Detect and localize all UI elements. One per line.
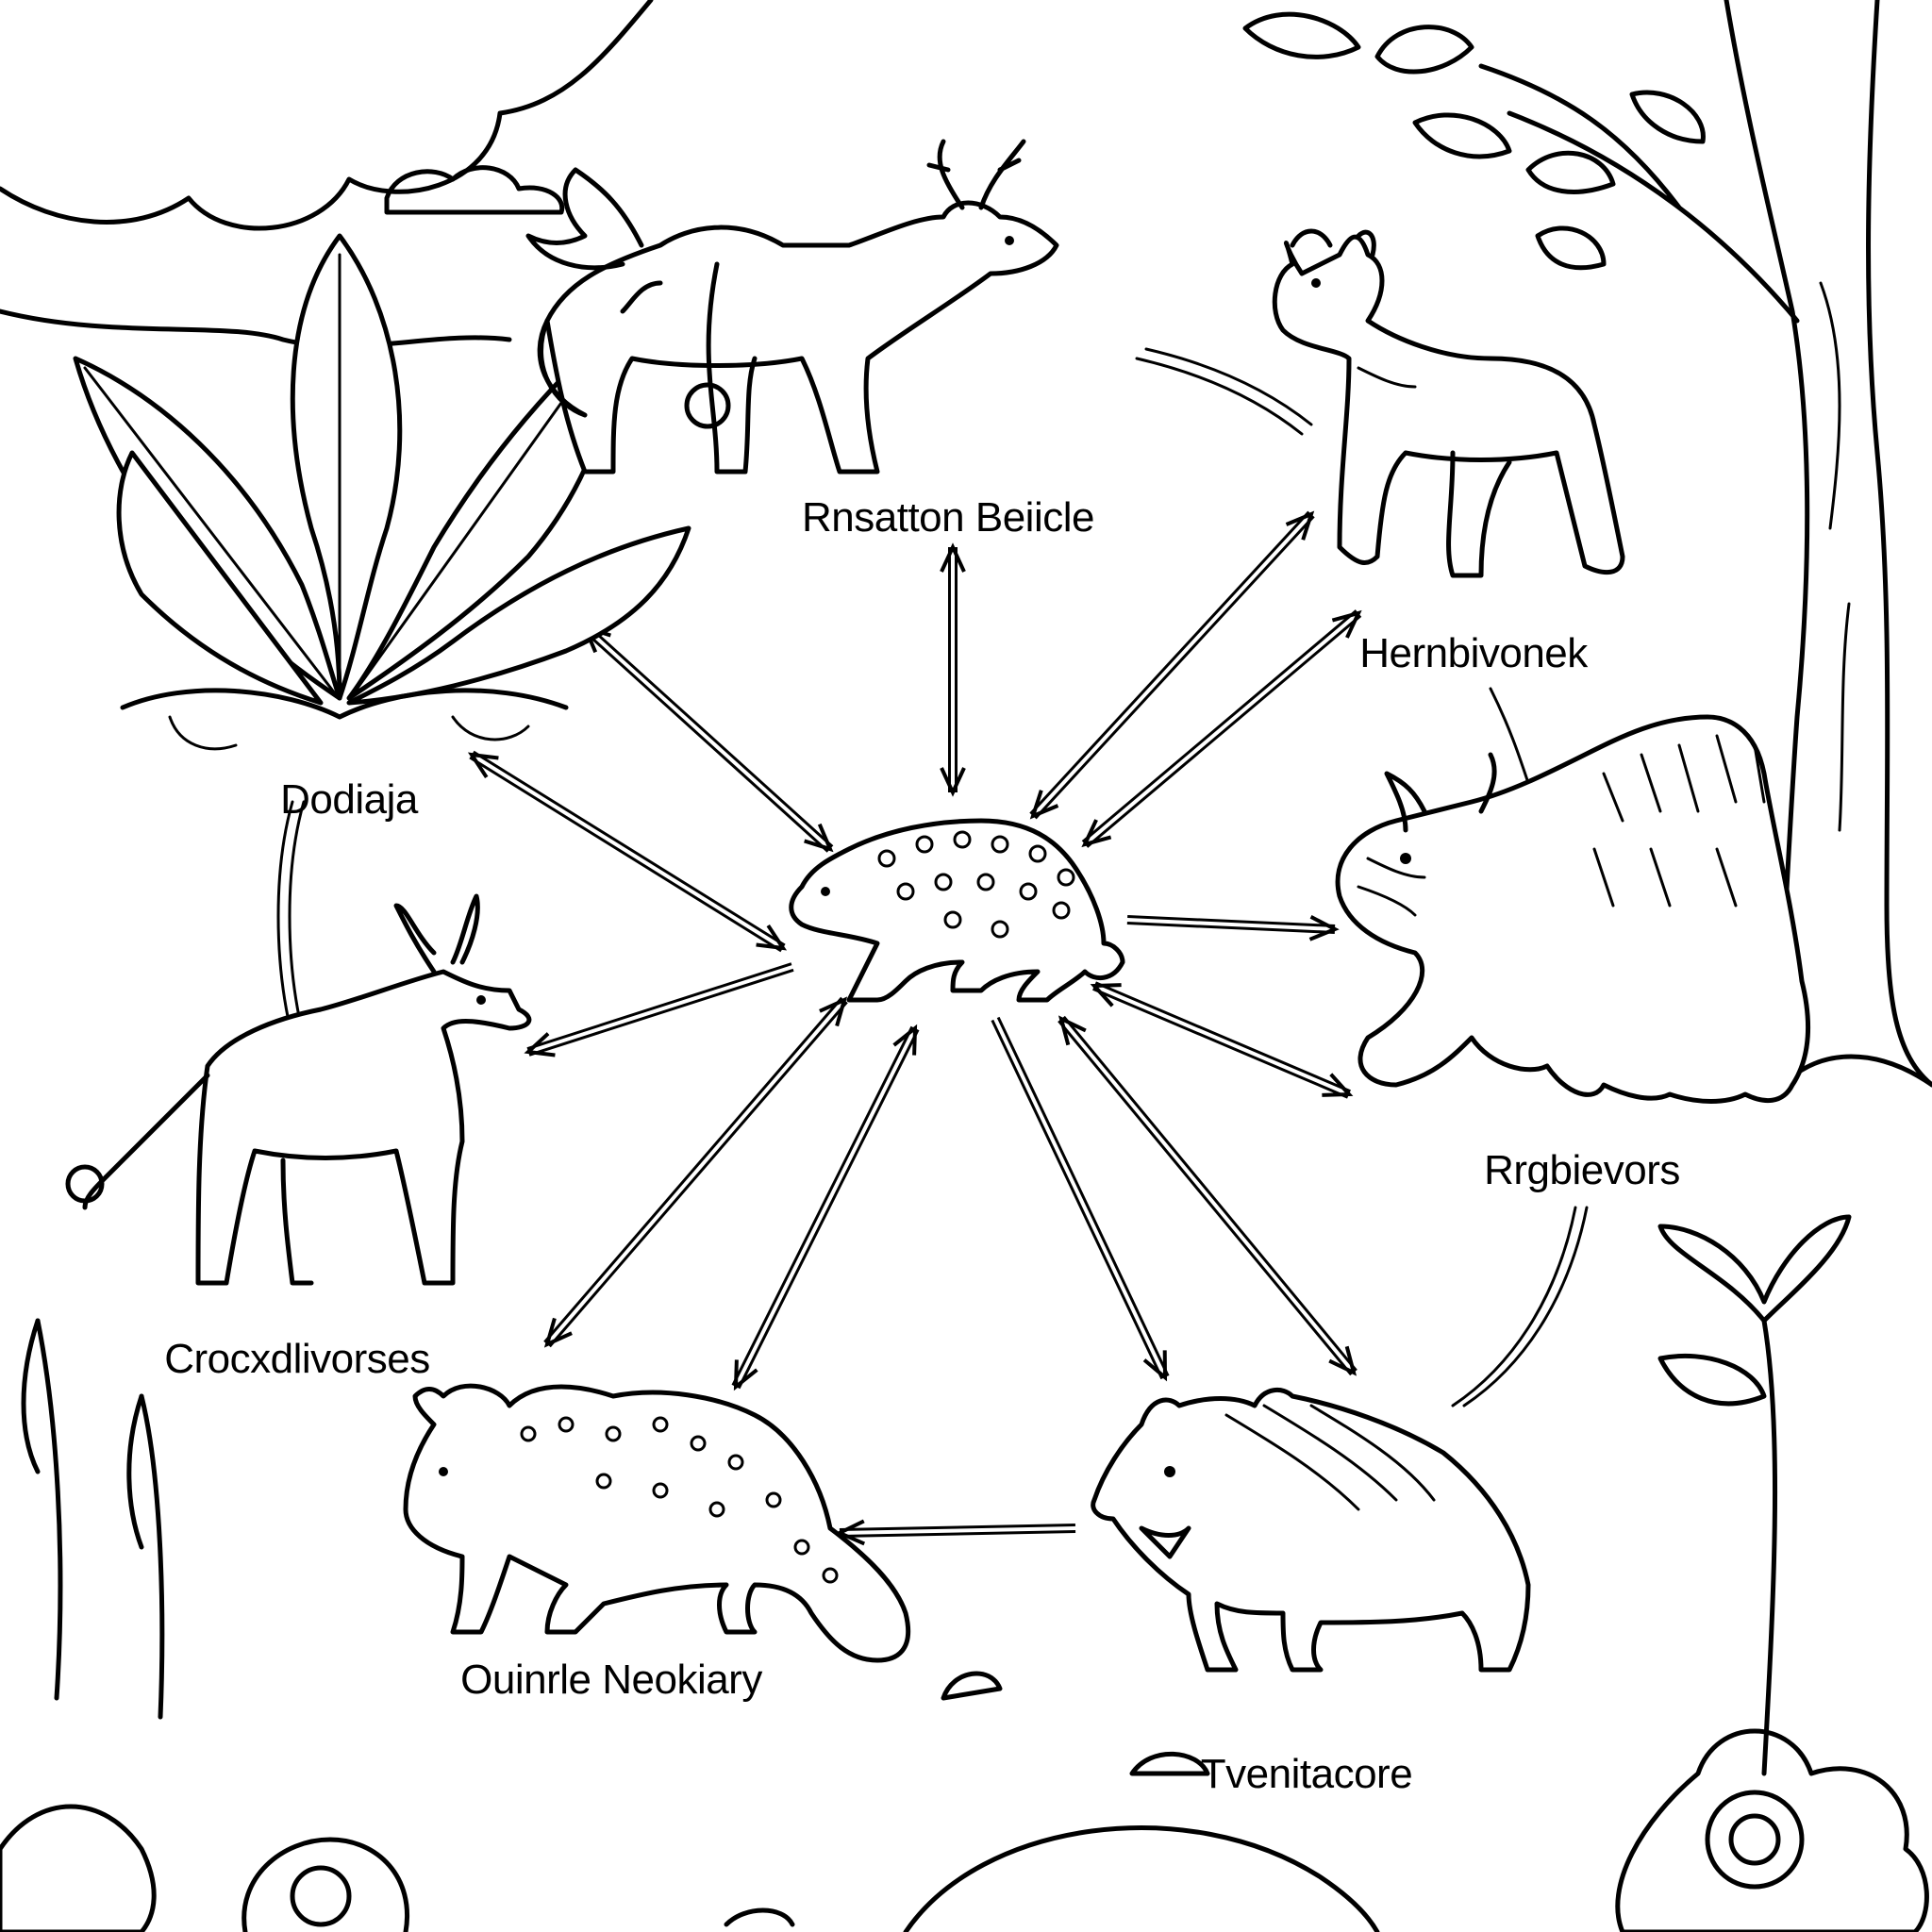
edge-line-10 (996, 1016, 1170, 1377)
edge-line-9 (731, 1025, 914, 1387)
node-wolf (1272, 228, 1625, 578)
arrowhead-end-1 (467, 752, 499, 779)
edge-line-12 (839, 1524, 1075, 1532)
arrowhead-end-6 (1322, 1073, 1354, 1097)
tree-right (1242, 0, 1932, 1088)
label-hyena: Ouinrle Neokiary (460, 1657, 762, 1703)
label-badger: Tvenitacore (1201, 1751, 1412, 1797)
edge-line-5 (1127, 915, 1336, 928)
edge-line-4 (1086, 614, 1362, 848)
arrowhead-start-6 (1090, 983, 1122, 1008)
hyena-spots (520, 1416, 839, 1584)
edge-line-8 (548, 1001, 848, 1348)
badger-icon (1091, 1387, 1531, 1673)
edge-line-1 (469, 756, 782, 953)
tree-leaves (1242, 11, 1706, 271)
flower-bottom-left (0, 1318, 409, 1932)
edge-line-3 (1029, 510, 1310, 815)
tiger-icon (1335, 714, 1810, 1104)
arrowhead-start-0 (940, 767, 966, 797)
edge-line-9 (737, 1028, 920, 1390)
ground-mounds (724, 1671, 1380, 1932)
node-fox (65, 893, 532, 1286)
curved-connectors (276, 347, 1589, 1407)
node-center (789, 818, 1125, 1003)
cloud-top-left (0, 0, 654, 349)
label-tiger: Rrgbievors (1484, 1147, 1680, 1193)
edge-line-2 (586, 624, 834, 848)
fox-icon (65, 893, 532, 1286)
node-badger (1091, 1387, 1531, 1673)
edge-line-12 (840, 1529, 1076, 1538)
arrowhead-start-8 (819, 996, 848, 1027)
arrowhead-end-10 (1142, 1350, 1168, 1382)
arrowhead-start-4 (1081, 819, 1112, 848)
arrowhead-start-3 (1029, 790, 1059, 820)
flower-bottom-right (1615, 1214, 1929, 1932)
edge-line-7 (526, 962, 792, 1051)
edge-line-2 (581, 628, 829, 853)
deer-icon (525, 139, 1059, 475)
node-hyena (403, 1383, 911, 1663)
edge-line-11 (1062, 1015, 1357, 1372)
label-plant: Dodiaja (280, 776, 419, 823)
edges-layer (467, 510, 1362, 1546)
node-top (525, 139, 1059, 475)
arrowhead-start-11 (1058, 1015, 1087, 1046)
edge-line-6 (1094, 981, 1351, 1093)
arrowhead-end-5 (1308, 915, 1340, 941)
arrowhead-end-11 (1328, 1345, 1357, 1376)
arrowhead-start-1 (756, 924, 788, 951)
edge-line-8 (543, 996, 843, 1343)
arrowhead-end-7 (524, 1032, 556, 1058)
arrowhead-start-2 (804, 823, 834, 853)
node-plant (73, 233, 691, 751)
edge-line-11 (1058, 1020, 1353, 1376)
wolf-icon (1272, 228, 1625, 578)
arrowhead-end-4 (1331, 609, 1362, 639)
arrowhead-end-3 (1285, 510, 1315, 541)
arrowhead-start-9 (892, 1024, 918, 1056)
label-fox: Crocxdlivorses (164, 1336, 430, 1382)
arrowhead-end-0 (940, 542, 966, 573)
edge-line-3 (1034, 515, 1315, 820)
label-wolf: Hernbivonek (1359, 630, 1589, 676)
node-tiger (1335, 714, 1810, 1104)
spotted-quoll-icon (789, 818, 1125, 1003)
edge-line-4 (1081, 609, 1357, 843)
leafy-plant-icon (73, 233, 691, 751)
arrowhead-end-9 (733, 1359, 758, 1391)
edge-line-1 (473, 750, 786, 947)
edge-line-10 (991, 1019, 1164, 1380)
labels-layer: Rnsatton Beiicle Dodiaja Hernbivonek Rrg… (164, 494, 1680, 1797)
arrowhead-end-8 (543, 1317, 573, 1348)
edge-line-7 (528, 968, 794, 1057)
edge-line-5 (1126, 921, 1335, 934)
label-top: Rnsatton Beiicle (802, 494, 1094, 541)
quoll-spots (877, 830, 1075, 939)
edge-line-6 (1092, 987, 1349, 1099)
hyena-icon (403, 1383, 911, 1663)
